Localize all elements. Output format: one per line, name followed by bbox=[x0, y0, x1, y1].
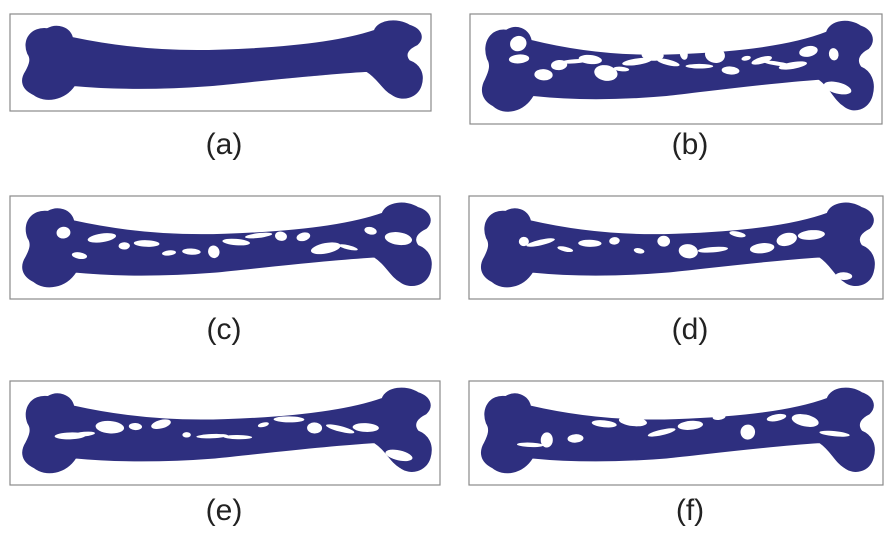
panel-c bbox=[10, 196, 440, 299]
panel-e bbox=[10, 381, 440, 485]
caption-a: (a) bbox=[206, 128, 243, 161]
caption-d: (d) bbox=[672, 313, 709, 346]
panel-b bbox=[470, 14, 882, 124]
caption-b: (b) bbox=[672, 128, 709, 161]
panel-d bbox=[469, 196, 883, 299]
caption-f: (f) bbox=[676, 494, 704, 527]
caption-c: (c) bbox=[207, 313, 242, 346]
caption-e: (e) bbox=[206, 494, 243, 527]
panel-f bbox=[469, 381, 883, 485]
panel-a bbox=[10, 14, 431, 111]
void-hole bbox=[657, 236, 670, 247]
